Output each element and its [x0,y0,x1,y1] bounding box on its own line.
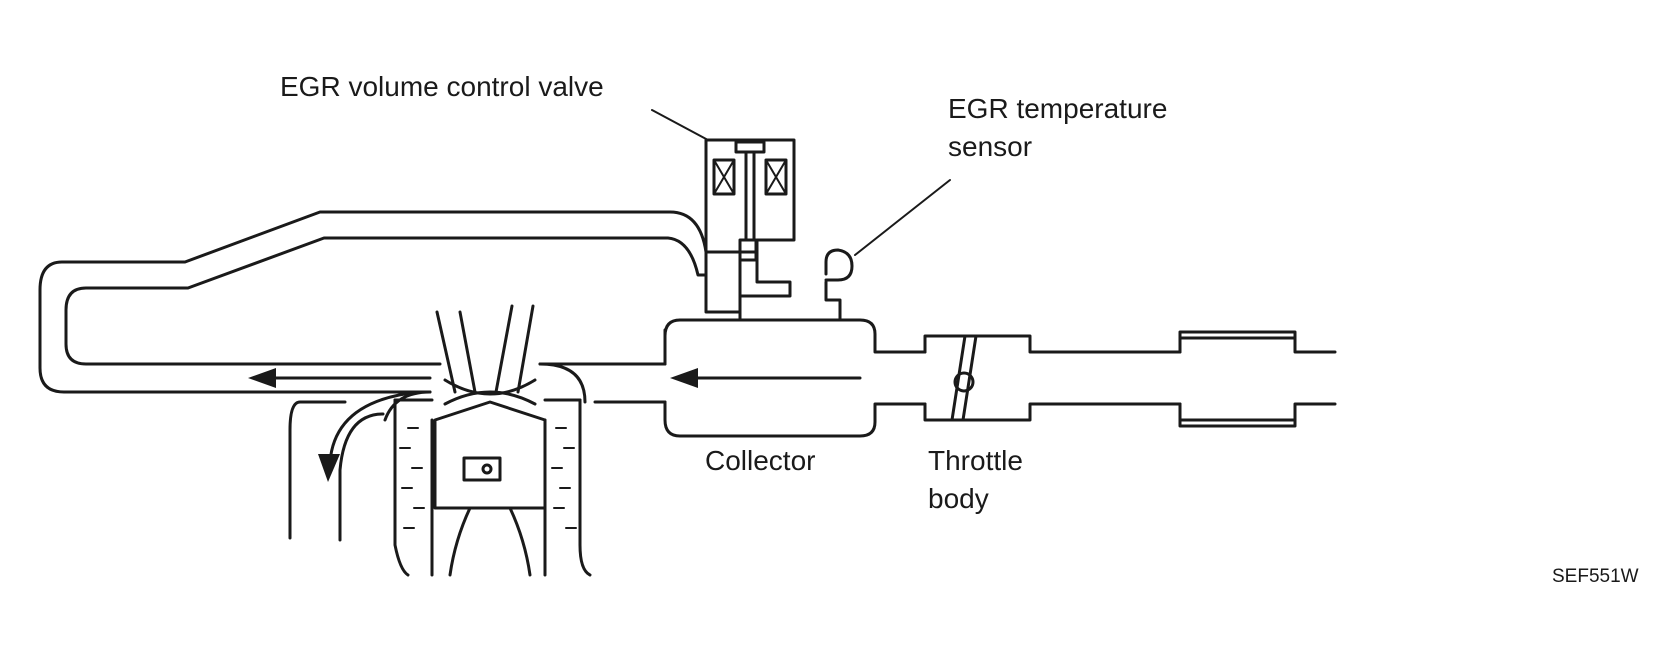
egr-volume-control-valve-label: EGR volume control valve [280,71,604,102]
exhaust-port [288,362,667,542]
air-duct [1178,330,1337,428]
figure-code: SEF551W [1552,566,1639,587]
throttle-body [923,334,1182,422]
egr-volume-control-valve [704,138,796,322]
throttle-body-label-line2: body [928,483,989,514]
egr-temperature-sensor-label-line1: EGR temperature [948,93,1168,124]
cylinder [383,362,592,577]
throttle-body-label-line1: Throttle [928,445,1023,476]
intake-manifold [593,328,667,404]
egr-temperature-sensor-label-line2: sensor [948,131,1033,162]
piston [433,400,547,577]
collector-box [663,318,927,438]
egr-passage [38,210,759,394]
collector-label: Collector [705,445,816,476]
leader-lines [651,109,951,256]
engine-valves [435,304,537,406]
egr-temperature-sensor [824,248,854,322]
flow-arrows [248,368,862,482]
